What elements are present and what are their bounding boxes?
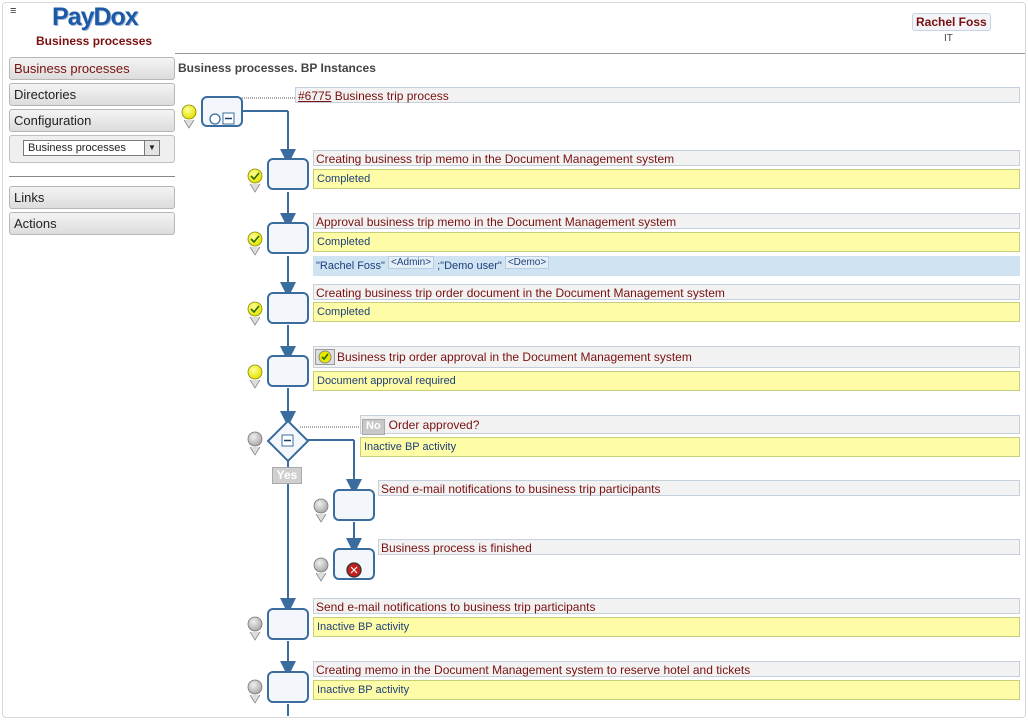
activity-node[interactable] bbox=[333, 489, 375, 521]
dropdown-arrow-icon[interactable]: ▼ bbox=[144, 141, 159, 155]
activity-node[interactable] bbox=[267, 608, 309, 640]
sidebar-select-container: Business processes ▼ bbox=[9, 135, 175, 163]
process-title-bar: #6775 Business trip process bbox=[295, 87, 1020, 103]
status-pin-yellow bbox=[181, 104, 197, 129]
process-name: Business trip process bbox=[334, 89, 449, 103]
activity-title[interactable]: Send e-mail notifications to business tr… bbox=[313, 598, 1020, 614]
activity-status: Completed bbox=[313, 169, 1020, 189]
sidebar-item-label: Business processes bbox=[14, 61, 130, 76]
check-icon bbox=[318, 350, 332, 364]
app-logo[interactable]: PayDox bbox=[52, 3, 139, 31]
activity-assignees: "Rachel Foss" <Admin> ;"Demo user" <Demo… bbox=[313, 256, 1020, 276]
sidebar-item-label: Links bbox=[14, 190, 45, 205]
end-node[interactable] bbox=[333, 548, 375, 580]
sidebar-divider bbox=[9, 176, 175, 177]
activity-title[interactable]: Creating memo in the Document Management… bbox=[313, 661, 1020, 677]
no-button[interactable]: No bbox=[362, 419, 385, 435]
status-pin-inactive bbox=[247, 679, 263, 704]
status-pin-inactive bbox=[313, 498, 329, 523]
activity-title[interactable]: Send e-mail notifications to business tr… bbox=[378, 480, 1020, 496]
start-node[interactable] bbox=[201, 96, 243, 127]
user-name-button[interactable]: Rachel Foss bbox=[912, 13, 991, 31]
activity-status: Completed bbox=[313, 232, 1020, 252]
activity-status: Inactive BP activity bbox=[313, 617, 1020, 637]
sidebar: Business processes Directories Configura… bbox=[9, 57, 175, 238]
sidebar-item-label: Directories bbox=[14, 87, 77, 102]
start-node-icons bbox=[209, 112, 235, 125]
activity-node[interactable] bbox=[267, 355, 309, 387]
activity-status: Document approval required bbox=[313, 371, 1020, 391]
sidebar-item-directories[interactable]: Directories bbox=[9, 83, 175, 106]
activity-title[interactable]: Approval business trip memo in the Docum… bbox=[313, 213, 1020, 229]
activity-title[interactable]: Business process is finished bbox=[378, 539, 1020, 555]
activity-node[interactable] bbox=[267, 671, 309, 703]
user-department: IT bbox=[944, 33, 953, 44]
approve-button[interactable] bbox=[315, 349, 335, 365]
process-id-link[interactable]: #6775 bbox=[298, 89, 332, 103]
activity-status: Inactive BP activity bbox=[360, 437, 1020, 457]
stop-icon bbox=[346, 562, 362, 578]
activity-status: Inactive BP activity bbox=[313, 680, 1020, 700]
assignee-role: <Admin> bbox=[388, 256, 435, 269]
activity-node[interactable] bbox=[267, 222, 309, 254]
hamburger-icon[interactable]: ≡ bbox=[10, 5, 17, 17]
status-pin-inactive bbox=[313, 557, 329, 582]
activity-title[interactable]: Creating business trip memo in the Docum… bbox=[313, 150, 1020, 166]
activity-title[interactable]: Creating business trip order document in… bbox=[313, 284, 1020, 300]
sidebar-item-label: Actions bbox=[14, 216, 57, 231]
activity-status: Completed bbox=[313, 302, 1020, 322]
activity-title-bar: Business trip order approval in the Docu… bbox=[313, 346, 1020, 368]
activity-title[interactable]: Business trip order approval in the Docu… bbox=[337, 350, 692, 364]
activity-node[interactable] bbox=[267, 292, 309, 324]
activity-node[interactable] bbox=[267, 158, 309, 190]
sidebar-item-business-processes[interactable]: Business processes bbox=[9, 57, 175, 80]
assignee-role: <Demo> bbox=[504, 256, 550, 269]
status-pin-completed bbox=[247, 168, 263, 193]
sidebar-item-links[interactable]: Links bbox=[9, 186, 175, 209]
assignee-name: "Rachel Foss" bbox=[316, 260, 385, 272]
yes-button[interactable]: Yes bbox=[272, 467, 302, 484]
decision-title[interactable]: Order approved? bbox=[388, 418, 480, 432]
sidebar-item-configuration[interactable]: Configuration bbox=[9, 109, 175, 132]
section-select[interactable]: Business processes ▼ bbox=[23, 140, 160, 156]
header-divider bbox=[175, 53, 1025, 54]
page-title: Business processes. BP Instances bbox=[178, 61, 376, 75]
status-pin-inactive bbox=[247, 616, 263, 641]
status-pin-completed bbox=[247, 301, 263, 326]
app-subtitle: Business processes bbox=[36, 34, 153, 48]
sidebar-item-actions[interactable]: Actions bbox=[9, 212, 175, 235]
sidebar-item-label: Configuration bbox=[14, 113, 92, 128]
status-pin-current bbox=[247, 364, 263, 389]
status-pin-completed bbox=[247, 231, 263, 256]
section-select-value: Business processes bbox=[28, 142, 126, 154]
status-pin-inactive bbox=[247, 431, 263, 456]
assignee-name: ;"Demo user" bbox=[437, 260, 502, 272]
